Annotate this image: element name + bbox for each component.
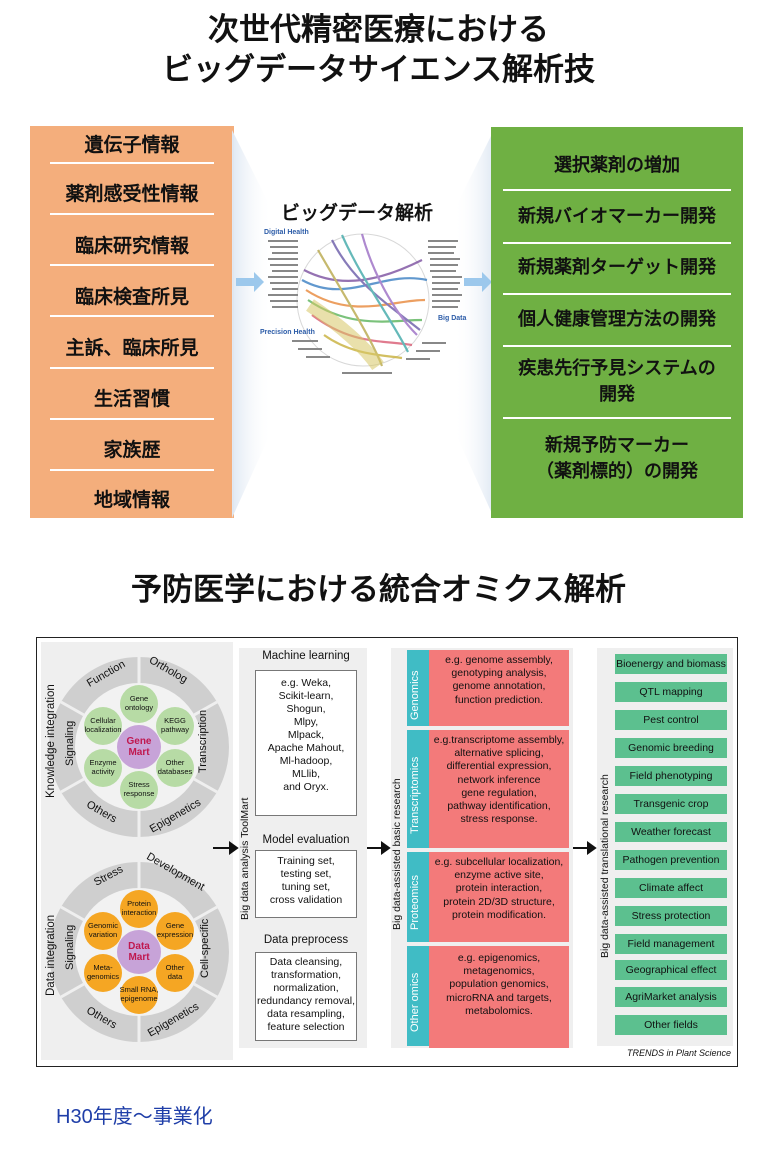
translational-label: Big data-assisted translational research <box>599 774 611 958</box>
omics-tab <box>407 946 429 1046</box>
right-item: 疾患先行予見システムの開発 <box>518 358 716 405</box>
omics-tab <box>407 650 429 726</box>
translational-item: AgriMarket analysis <box>615 987 727 1007</box>
label-big-data: Big Data <box>438 315 467 322</box>
translational-item: Climate affect <box>615 878 727 898</box>
petal-label: Enzyme activity <box>89 758 117 776</box>
arrow-right-icon <box>464 272 492 292</box>
petal-label: Cellular localization <box>84 716 122 734</box>
main-title-line1: 次世代精密医療における <box>208 12 549 48</box>
gene-mart-center: Gene Mart <box>126 736 152 758</box>
me-heading: Model evaluation <box>262 834 350 846</box>
outcome-panel: 選択薬剤の増加 新規バイオマーカー開発 新規薬剤ターゲット開発 個人健康管理方法… <box>491 127 743 518</box>
basic-research-label: Big data-assisted basic research <box>391 778 403 930</box>
omics-name: Proteomics <box>409 874 421 930</box>
right-item: 個人健康管理方法の開発 <box>518 309 716 330</box>
left-item: 地域情報 <box>93 489 170 511</box>
translational-item: Pest control <box>615 710 727 730</box>
big-data-analysis-title: ビッグデータ解析 <box>280 202 433 224</box>
translational-item: Geographical effect <box>615 960 727 980</box>
petal-label: Other databases <box>157 758 193 776</box>
petal-label: Other data <box>165 963 185 981</box>
omics-tab <box>407 852 429 942</box>
ml-heading: Machine learning <box>262 650 350 662</box>
omics-box: e.g. subcellular localization,enzyme act… <box>429 852 569 942</box>
left-item: 主訴、臨床所見 <box>65 337 199 359</box>
translational-item: Field phenotyping <box>615 766 727 786</box>
divider <box>50 469 214 471</box>
footer-note: H30年度〜事業化 <box>56 1106 213 1128</box>
petal-label: Stress response <box>123 780 155 798</box>
translational-item: QTL mapping <box>615 682 727 702</box>
translational-item: Pathogen prevention <box>615 850 727 870</box>
funnel-right <box>454 130 494 518</box>
left-item: 遺伝子情報 <box>84 134 180 156</box>
me-box: Training set,testing set,tuning set,cros… <box>255 850 357 918</box>
right-item: 新規バイオマーカー開発 <box>518 206 716 227</box>
left-item: 家族歴 <box>103 439 161 461</box>
omics-box: e.g.transcriptome assembly,alternative s… <box>429 730 569 848</box>
input-data-panel: 遺伝子情報 薬剤感受性情報 臨床研究情報 臨床検査所見 主訴、臨床所見 生活習慣… <box>30 126 234 518</box>
divider <box>503 242 731 244</box>
divider <box>503 189 731 191</box>
translational-item: Stress protection <box>615 906 727 926</box>
petal-label: Meta- genomics <box>86 963 120 981</box>
left-item: 薬剤感受性情報 <box>65 183 199 205</box>
omics-name: Transcriptomics <box>409 756 421 834</box>
ml-box: e.g. Weka,Scikit-learn,Shogun, Mlpy,Mlpa… <box>255 670 357 816</box>
data-mart-center: Data Mart <box>128 941 150 963</box>
petal-label: Small RNA, epigenome <box>119 985 159 1003</box>
omics-figure: Knowledge integration Function Ortholog … <box>36 637 738 1067</box>
divider <box>50 418 214 420</box>
dp-box: Data cleansing,transformation,normalizat… <box>255 952 357 1041</box>
dp-heading: Data preprocess <box>263 934 349 946</box>
flow-arrows <box>213 841 597 855</box>
left-item: 生活習慣 <box>93 388 170 410</box>
petal-label: Protein interaction <box>121 899 157 917</box>
label-precision-health: Precision Health <box>260 329 315 336</box>
funnel-left <box>232 130 272 518</box>
chord-band <box>306 299 384 371</box>
translational-item: Transgenic crop <box>615 794 727 814</box>
toolmart-label: Big data analysis ToolMart <box>239 797 251 920</box>
translational-item: Weather forecast <box>615 822 727 842</box>
petal-label: Genomic variation <box>87 921 118 939</box>
petal-label: Gene ontology <box>124 694 154 712</box>
omics-tab <box>407 730 429 848</box>
divider <box>50 213 214 215</box>
left-item: 臨床検査所見 <box>74 286 189 308</box>
divider <box>503 293 731 295</box>
divider <box>503 417 731 419</box>
omics-box: e.g. epigenomics,metagenomics,population… <box>429 946 569 1048</box>
omics-name: Genomics <box>409 670 421 720</box>
translational-item: Other fields <box>615 1015 727 1035</box>
main-title-line2: ビッグデータサイエンス解析技 <box>161 52 596 88</box>
petal-label: Gene expression <box>156 921 194 939</box>
section2-title: 予防医学における統合オミクス解析 <box>130 572 627 608</box>
arrow-right-icon <box>236 272 264 292</box>
translational-item: Genomic breeding <box>615 738 727 758</box>
node-labels <box>268 240 462 374</box>
big-data-graphic: Digital Health Precision Health Big Data <box>232 130 494 518</box>
petal-label: KEGG pathway <box>161 716 189 734</box>
figure-credit: TRENDS in Plant Science <box>626 1048 731 1058</box>
omics-box: e.g. genome assembly,genotyping analysis… <box>429 650 569 726</box>
right-item: 新規薬剤ターゲット開発 <box>518 257 716 278</box>
divider <box>503 345 731 347</box>
divider <box>50 162 214 164</box>
divider <box>50 367 214 369</box>
omics-name: Other omics <box>409 972 421 1032</box>
translational-item: Field management <box>615 934 727 954</box>
label-digital-health: Digital Health <box>264 229 309 236</box>
left-item: 臨床研究情報 <box>74 235 189 257</box>
divider <box>50 264 214 266</box>
divider <box>50 315 214 317</box>
translational-item: Bioenergy and biomass <box>615 654 727 674</box>
integration-rings <box>41 642 233 1060</box>
right-item: 新規予防マーカー（薬剤標的）の開発 <box>536 435 698 482</box>
right-item: 選択薬剤の増加 <box>554 155 680 176</box>
